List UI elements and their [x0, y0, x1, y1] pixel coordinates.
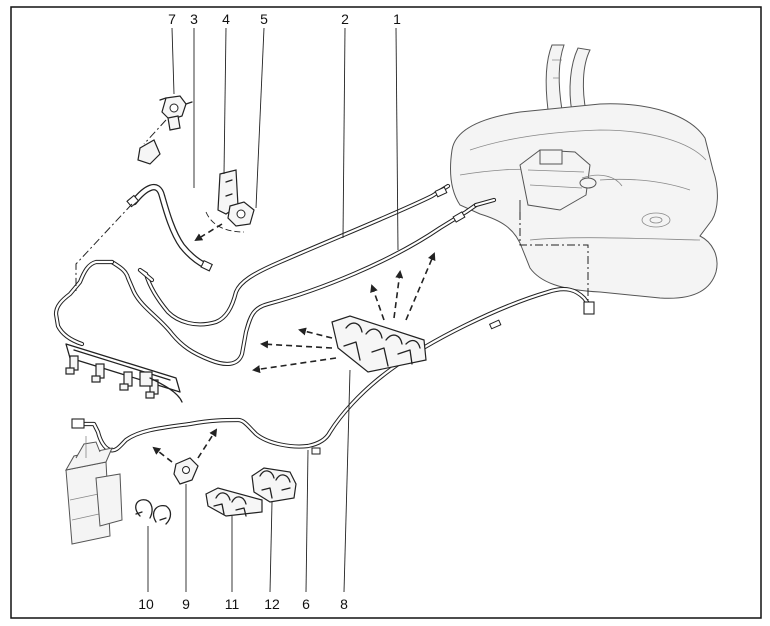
callout-3: 3 — [190, 11, 198, 27]
clip-11 — [205, 487, 263, 517]
arrow-clip-9-left — [152, 446, 173, 463]
callout-7: 7 — [168, 11, 176, 27]
diagram-frame — [10, 6, 762, 619]
arrow-clip-5 — [194, 223, 223, 242]
pipe-1 — [109, 197, 497, 367]
callout-5: 5 — [260, 11, 268, 27]
arrow-clip-9-right — [197, 428, 218, 459]
callout-2: 2 — [341, 11, 349, 27]
pipe-2 — [143, 183, 451, 327]
pipe-6 — [71, 287, 595, 455]
callout-labels: 1 2 3 4 5 6 7 8 9 10 11 12 — [138, 11, 401, 612]
bracket-4 — [217, 169, 239, 215]
tank-connection-line — [519, 212, 589, 300]
callout-11: 11 — [225, 596, 240, 612]
clips-10 — [135, 499, 172, 525]
part-7-connection-line — [143, 119, 167, 145]
callout-12: 12 — [264, 596, 280, 612]
callout-4: 4 — [222, 11, 230, 27]
hose-3 — [126, 183, 213, 272]
callout-1: 1 — [393, 11, 401, 27]
callout-6: 6 — [302, 596, 310, 612]
fuel-tank — [450, 44, 718, 299]
charcoal-canister — [65, 436, 123, 545]
part-7-bracket — [137, 139, 161, 165]
clip-8 — [331, 315, 427, 373]
leader-lines — [147, 27, 399, 593]
arrows-clip-8 — [252, 252, 436, 374]
callout-8: 8 — [340, 596, 348, 612]
part-7-connector — [159, 95, 193, 131]
callout-10: 10 — [138, 596, 154, 612]
fuel-rail — [53, 259, 183, 403]
clip-9 — [173, 457, 199, 485]
callout-9: 9 — [182, 596, 190, 612]
clip-5 — [227, 201, 255, 227]
clip-12 — [251, 467, 297, 503]
hose-3-connection-line — [75, 203, 133, 292]
